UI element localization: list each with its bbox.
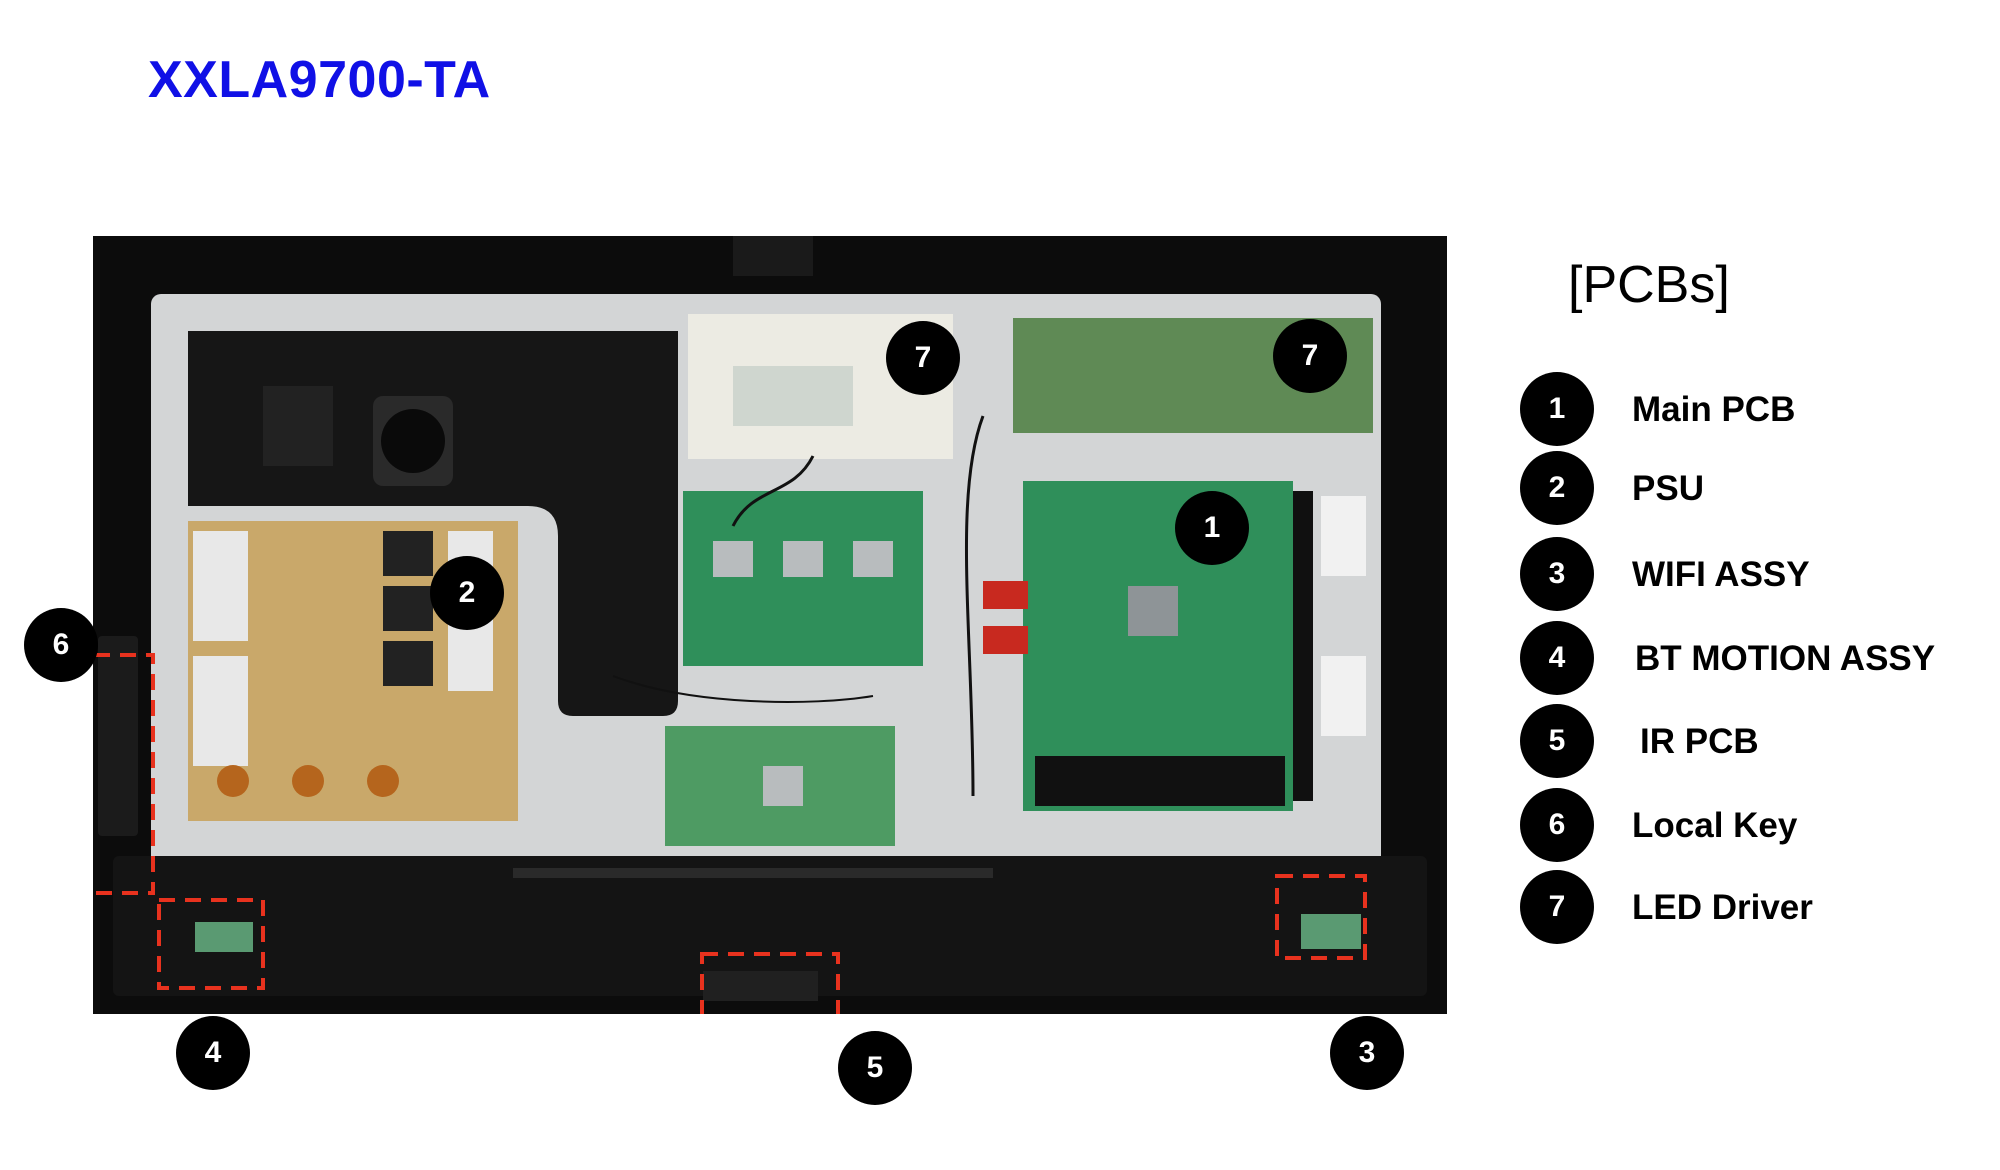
psu-heatsink-a [193,531,248,641]
psu-coil-a [217,765,249,797]
legend-label: WIFI ASSY [1632,555,1810,594]
ir-module [703,971,818,1001]
legend-number: 6 [1520,788,1594,862]
main-pcb-bracket [1293,491,1313,801]
psu-transformer-a [383,531,433,576]
legend-label: Main PCB [1632,390,1796,429]
psu-transformer-b [383,586,433,631]
legend-number: 5 [1520,704,1594,778]
legend-number: 7 [1520,870,1594,944]
psu-heatsink-b [193,656,248,766]
top-notch [733,236,813,276]
callout-led-driver-right: 7 [1273,319,1347,393]
legend-label: IR PCB [1640,722,1759,761]
legend-number: 2 [1520,451,1594,525]
speaker-driver [381,409,445,473]
legend-item-led-driver: 7 LED Driver [1520,870,1980,944]
bottom-bar-slot [513,868,993,878]
wire-a [731,455,815,527]
legend-label: Local Key [1632,806,1798,845]
callout-bt-motion: 4 [176,1016,250,1090]
flat-cable-a [1321,496,1366,576]
tcon-chip-c [853,541,893,577]
legend-item-main-pcb: 1 Main PCB [1520,372,1980,446]
legend-item-ir-pcb: 5 IR PCB [1520,704,1980,778]
local-key-module [98,636,138,836]
dashed-box-local-key [93,653,155,895]
red-connector-a [983,581,1028,609]
psu-coil-b [292,765,324,797]
wire-b [964,415,985,797]
legend-number: 4 [1520,621,1594,695]
legend-label: BT MOTION ASSY [1635,639,1936,678]
legend-number: 1 [1520,372,1594,446]
legend-number: 3 [1520,537,1594,611]
tcon-chip-b [783,541,823,577]
callout-main-pcb: 1 [1175,491,1249,565]
tcon-board-top [683,491,923,666]
dashed-box-ir-pcb [700,952,840,1014]
flat-cable-b [1321,656,1366,736]
legend-item-local-key: 6 Local Key [1520,788,1980,862]
callout-ir-pcb: 5 [838,1031,912,1105]
legend-label: PSU [1632,469,1704,508]
tcon-chip-a [713,541,753,577]
tv-back-photo [93,236,1447,1014]
legend-item-psu: 2 PSU [1520,451,1980,525]
psu-coil-c [367,765,399,797]
wire-c [612,675,874,703]
bt-module [195,922,253,952]
page-title: XXLA9700-TA [148,51,491,109]
callout-led-driver-left: 7 [886,321,960,395]
main-pcb-connector-bar [1035,756,1285,806]
legend-item-bt-motion-assy: 4 BT MOTION ASSY [1520,621,1980,695]
main-pcb-soc [1128,586,1178,636]
wifi-module [1301,914,1361,949]
psu-transformer-c [383,641,433,686]
callout-wifi: 3 [1330,1016,1404,1090]
led-driver-left-ic [733,366,853,426]
legend-label: LED Driver [1632,888,1813,927]
legend-heading: [PCBs] [1568,256,1730,314]
dashed-box-wifi [1275,874,1367,960]
callout-local-key: 6 [24,608,98,682]
speaker-bracket [263,386,333,466]
legend-item-wifi-assy: 3 WIFI ASSY [1520,537,1980,611]
callout-psu: 2 [430,556,504,630]
bottom-bar [113,856,1427,996]
red-connector-b [983,626,1028,654]
dashed-box-bt-motion [157,898,265,990]
tcon-bottom-chip [763,766,803,806]
